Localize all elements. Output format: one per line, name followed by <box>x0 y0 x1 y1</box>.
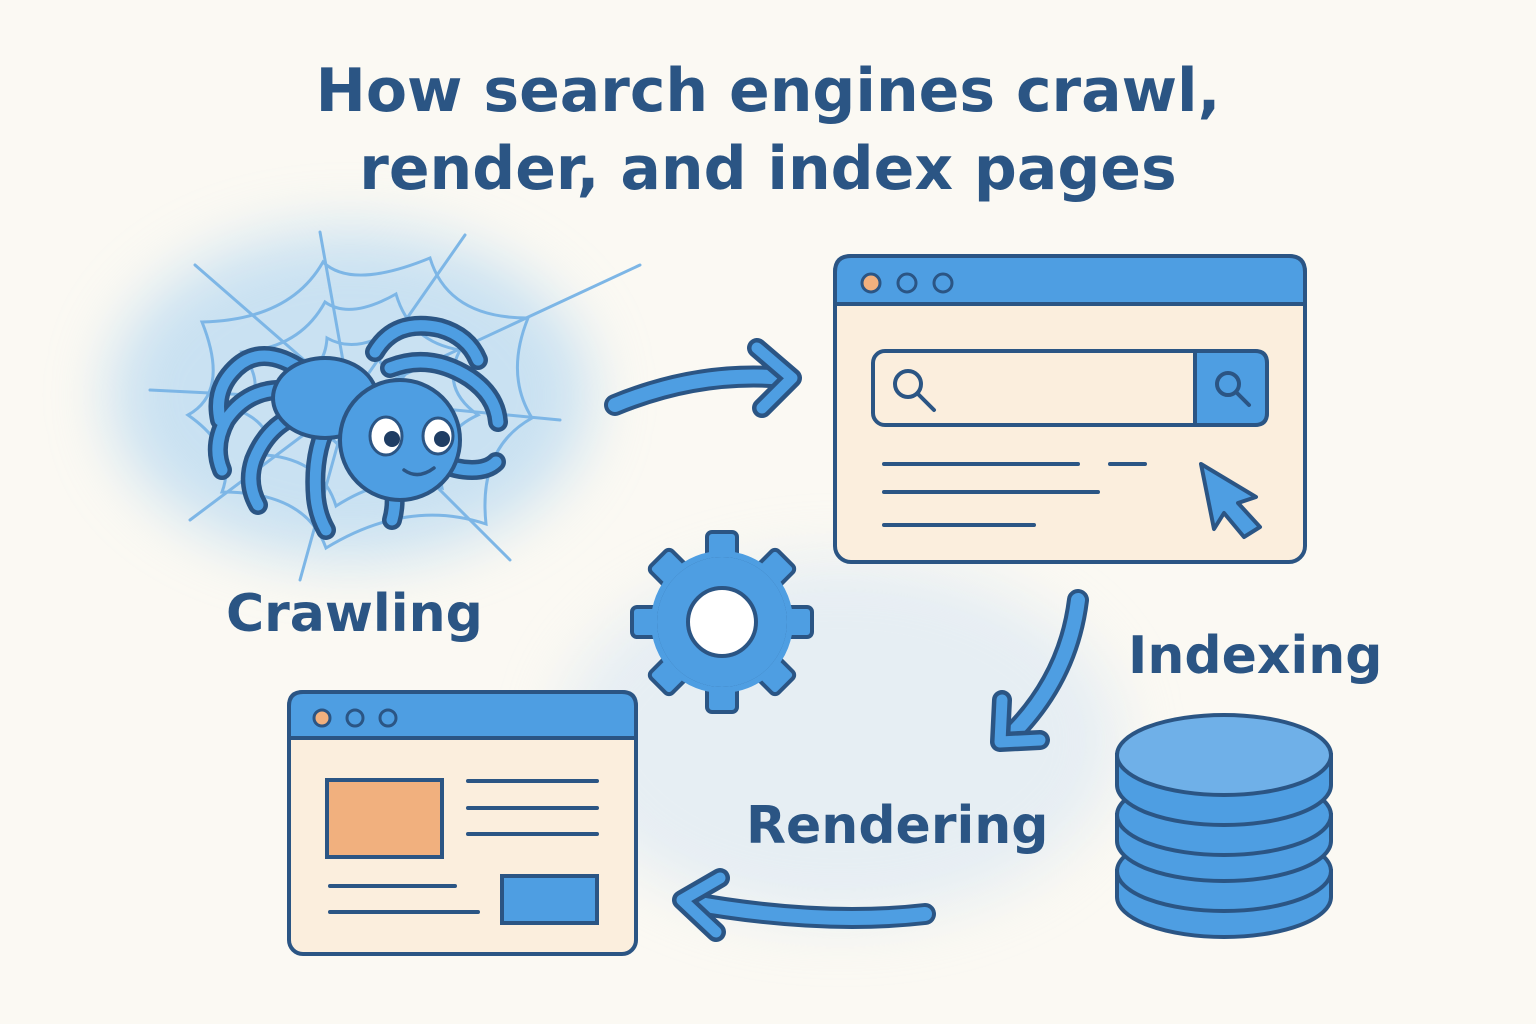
database-icon <box>1115 713 1333 939</box>
spider-eyes <box>368 415 455 457</box>
browser-page-icon <box>287 690 638 956</box>
stage-label-crawling: Crawling <box>226 584 483 644</box>
title-line-2: render, and index pages <box>359 134 1177 204</box>
title-line-1: How search engines crawl, <box>315 56 1221 126</box>
stage-label-indexing: Indexing <box>1128 626 1383 686</box>
arrow-icon-index-down <box>990 589 1089 752</box>
browser-search-icon <box>833 254 1307 564</box>
gear-icon <box>630 530 814 714</box>
arrow-icon-render-left <box>672 868 936 942</box>
arrow-icon-crawl-to-search <box>604 338 802 418</box>
spider-icon <box>207 315 508 540</box>
cursor-icon <box>1199 462 1262 539</box>
page-title: How search engines crawl, render, and in… <box>0 52 1536 208</box>
stage-label-rendering: Rendering <box>746 796 1049 856</box>
search-icon <box>893 369 1251 412</box>
